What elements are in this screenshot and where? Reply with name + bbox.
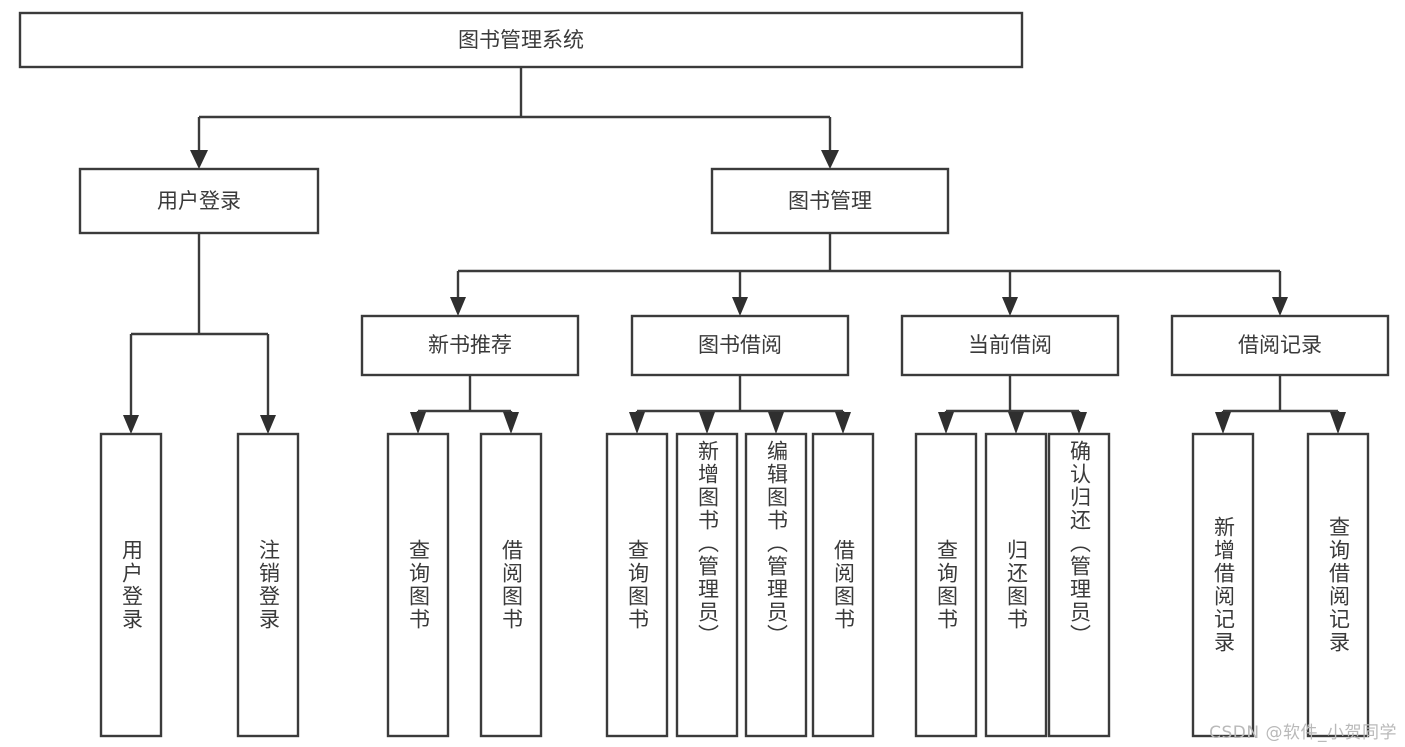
node-box-book-borrow[interactable] [630,314,850,377]
arrow-head-leaf-query-record [1330,412,1346,434]
node-label-book-borrow: 图书借阅 [698,333,782,357]
node-box-user-login[interactable] [78,167,320,235]
node-box-leaf-user-login[interactable] [99,432,163,738]
arrow-head-borrow-record [1272,297,1288,316]
arrow-head-leaf-query-book-3 [938,412,954,434]
node-label-current-borrow: 当前借阅 [968,333,1052,357]
node-box-leaf-query-record[interactable] [1306,432,1370,738]
node-box-borrow-record[interactable] [1170,314,1390,377]
node-box-current-borrow[interactable] [900,314,1120,377]
arrow-head-leaf-add-record [1215,412,1231,434]
node-label-user-login: 用户登录 [157,189,241,213]
node-box-leaf-edit-book[interactable] [744,432,808,738]
node-label-borrow-record: 借阅记录 [1238,333,1322,357]
node-box-leaf-borrow-book-1[interactable] [479,432,543,738]
arrow-head-leaf-return-book [1008,412,1024,434]
arrow-head-leaf-borrow-book-1 [503,412,519,434]
arrow-head-leaf-query-book-2 [629,412,645,434]
arrow-head-leaf-add-book [699,412,715,434]
arrow-head-new-book [450,297,466,316]
arrow-head-leaf-query-book-1 [410,412,426,434]
node-box-leaf-borrow-book-2[interactable] [811,432,875,738]
node-box-leaf-add-record[interactable] [1191,432,1255,738]
node-box-leaf-query-book-2[interactable] [605,432,669,738]
arrow-head-leaf-edit-book [768,412,784,434]
node-box-leaf-return-book[interactable] [984,432,1048,738]
arrow-head-book-borrow [732,297,748,316]
arrow-head-leaf-logout [260,415,276,434]
node-label-book-manage: 图书管理 [788,189,872,213]
arrow-head-leaf-borrow-book-2 [835,412,851,434]
node-label-root: 图书管理系统 [458,28,584,52]
node-box-leaf-add-book[interactable] [675,432,739,738]
connector-layer [123,67,1346,434]
watermark: CSDN @软件_小贺同学 [1209,723,1397,743]
horizontal-label-layer: 图书管理系统 用户登录 图书管理 新书推荐 图书借阅 当前借阅 借阅记录 [157,28,1322,357]
arrow-head-leaf-user-login [123,415,139,434]
node-label-new-book-recommend: 新书推荐 [428,333,512,357]
arrow-head-current-borrow [1002,297,1018,316]
node-box-leaf-confirm-return[interactable] [1047,432,1111,738]
node-box-leaf-logout[interactable] [236,432,300,738]
node-layer [18,11,1390,738]
arrow-head-user-login [190,150,208,169]
node-box-root[interactable] [18,11,1024,69]
arrow-head-leaf-confirm-return [1071,412,1087,434]
node-box-leaf-query-book-3[interactable] [914,432,978,738]
node-box-leaf-query-book-1[interactable] [386,432,450,738]
node-box-book-manage[interactable] [710,167,950,235]
arrow-head-book-manage [821,150,839,169]
node-box-new-book-recommend[interactable] [360,314,580,377]
